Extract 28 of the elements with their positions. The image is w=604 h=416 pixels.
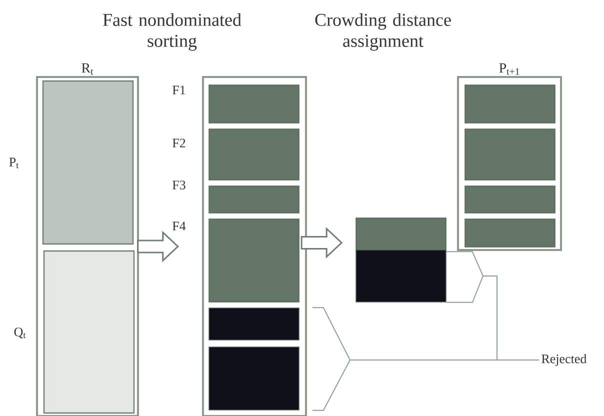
front-box (208, 128, 300, 180)
front-box (208, 84, 300, 124)
node-label: R$_{t}$ (82, 63, 94, 75)
front-box (464, 186, 556, 214)
row-label: F1 (172, 86, 186, 94)
population-box (42, 80, 134, 245)
front-box (464, 84, 556, 124)
row-label: F3 (172, 180, 186, 190)
rejected-box (208, 346, 300, 410)
row-label: P$_{t}$ (9, 158, 19, 168)
rejected-label: Rejected (542, 354, 587, 366)
front-box (356, 218, 446, 250)
heading: Fast nondominated sorting (103, 13, 242, 51)
rejected-box (356, 250, 446, 302)
front-box (464, 218, 556, 248)
row-label: F2 (172, 138, 186, 148)
front-box (464, 128, 556, 180)
node-label: P$_{t+1}$ (499, 63, 520, 75)
bracket-line (446, 251, 540, 360)
population-box (43, 250, 135, 414)
front-box (208, 186, 300, 214)
block-arrow (300, 227, 343, 258)
block-arrow (137, 230, 179, 262)
row-label: Q$_{t}$ (14, 328, 26, 338)
row-label: F4 (172, 222, 186, 230)
front-box (208, 218, 300, 302)
heading: Crowding distance assignment (315, 13, 451, 51)
rejected-box (208, 308, 300, 340)
